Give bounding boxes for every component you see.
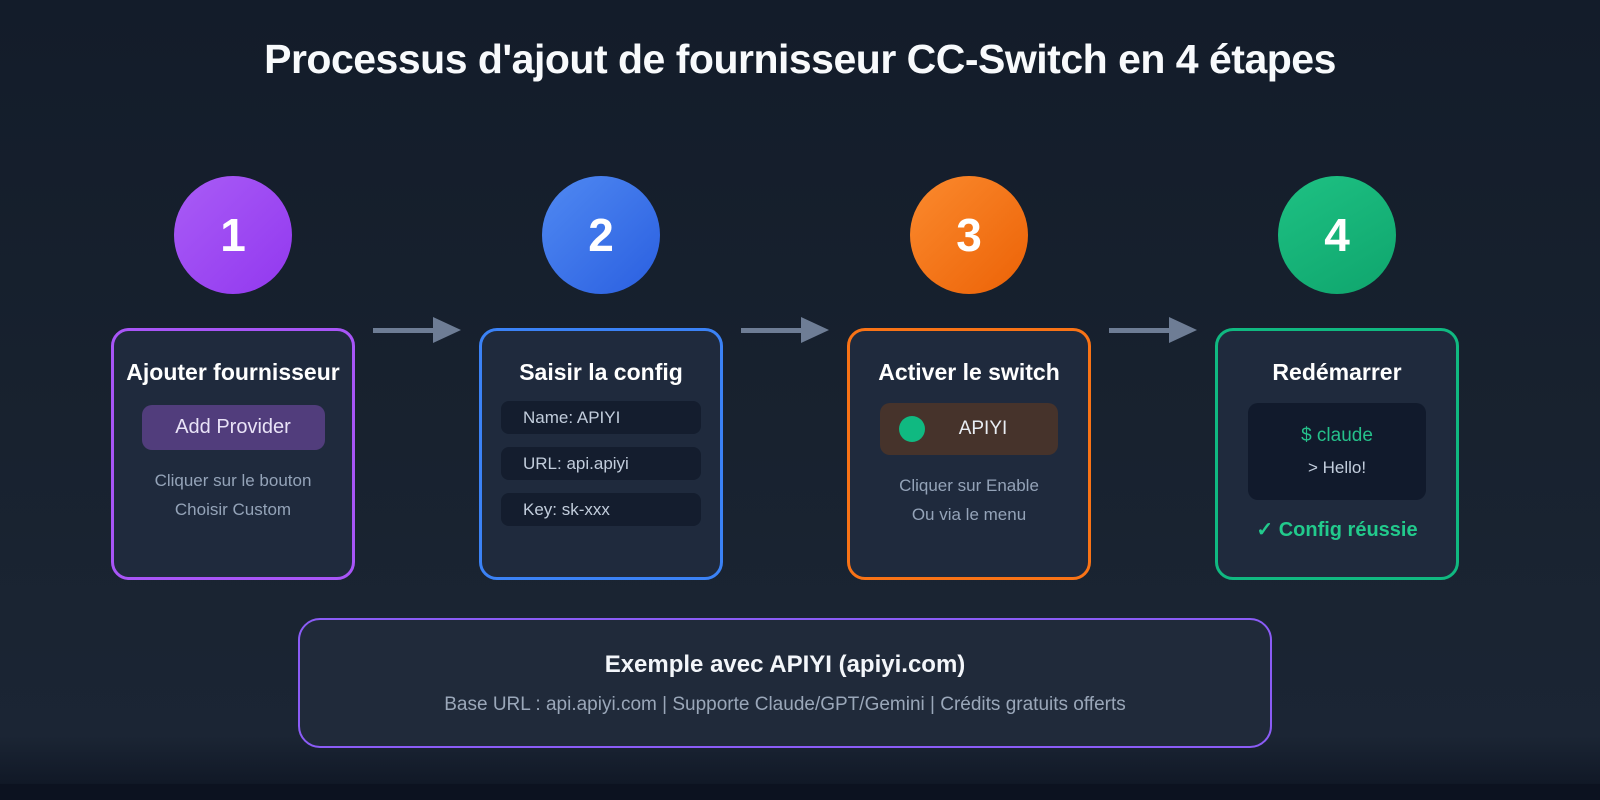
example-title: Exemple avec APIYI (apiyi.com) — [604, 650, 966, 678]
step-1-title: Ajouter fournisseur — [126, 359, 340, 385]
status-dot-icon — [899, 416, 925, 442]
step-3-number-badge: 3 — [910, 176, 1028, 294]
step-1-helper-line-2: Choisir Custom — [174, 500, 292, 519]
terminal-output: > Hello! — [1307, 458, 1367, 477]
terminal-command: $ claude — [1301, 425, 1373, 446]
example-subtitle: Base URL : api.apiyi.com | Supporte Clau… — [444, 693, 1126, 715]
page-title: Processus d'ajout de fournisseur CC-Swit… — [264, 36, 1336, 82]
step-4-title: Redémarrer — [1272, 359, 1402, 385]
config-fields: Name: APIYI URL: api.apiyi Key: sk-xxx — [501, 401, 701, 539]
arrow-line — [373, 327, 433, 333]
step-2-column: 2 Saisir la config Name: APIYI URL: api.… — [479, 176, 723, 580]
step-1-helper: Cliquer sur le bouton Choisir Custom — [155, 466, 312, 524]
step-2-card: Saisir la config Name: APIYI URL: api.ap… — [479, 328, 723, 580]
arrow-head — [433, 317, 461, 343]
step-1-card: Ajouter fournisseur Add Provider Cliquer… — [111, 328, 355, 580]
arrow-right-icon — [741, 317, 829, 343]
terminal-preview: $ claude > Hello! — [1248, 403, 1426, 500]
step-4-number-badge: 4 — [1278, 176, 1396, 294]
step-3-helper: Cliquer sur Enable Ou via le menu — [899, 471, 1039, 529]
step-3-helper-line-1: Cliquer sur Enable — [899, 476, 1039, 495]
url-field[interactable]: URL: api.apiyi — [501, 447, 701, 480]
provider-toggle[interactable]: APIYI — [880, 403, 1058, 455]
step-3-helper-line-2: Ou via le menu — [911, 505, 1027, 524]
step-1-number-badge: 1 — [174, 176, 292, 294]
key-field[interactable]: Key: sk-xxx — [501, 493, 701, 526]
step-3-column: 3 Activer le switch APIYI Cliquer sur En… — [847, 176, 1091, 580]
arrow-right-icon — [1109, 317, 1197, 343]
arrow-head — [1169, 317, 1197, 343]
provider-toggle-label: APIYI — [958, 418, 1008, 439]
add-provider-button[interactable]: Add Provider — [141, 405, 325, 450]
arrow-right-icon — [373, 317, 461, 343]
step-4-card: Redémarrer $ claude > Hello! ✓ Config ré… — [1215, 328, 1459, 580]
step-3-card: Activer le switch APIYI Cliquer sur Enab… — [847, 328, 1091, 580]
arrow-head — [801, 317, 829, 343]
step-1-helper-line-1: Cliquer sur le bouton — [154, 471, 312, 490]
name-field[interactable]: Name: APIYI — [501, 401, 701, 434]
success-status: ✓ Config réussie — [1256, 519, 1418, 541]
step-1-column: 1 Ajouter fournisseur Add Provider Cliqu… — [111, 176, 355, 580]
example-box: Exemple avec APIYI (apiyi.com) Base URL … — [298, 618, 1272, 748]
arrow-line — [741, 327, 801, 333]
arrow-line — [1109, 327, 1169, 333]
step-2-title: Saisir la config — [519, 359, 683, 385]
bottom-strip — [0, 784, 1600, 800]
step-3-title: Activer le switch — [878, 359, 1060, 385]
step-2-number-badge: 2 — [542, 176, 660, 294]
step-4-column: 4 Redémarrer $ claude > Hello! ✓ Config … — [1215, 176, 1459, 580]
